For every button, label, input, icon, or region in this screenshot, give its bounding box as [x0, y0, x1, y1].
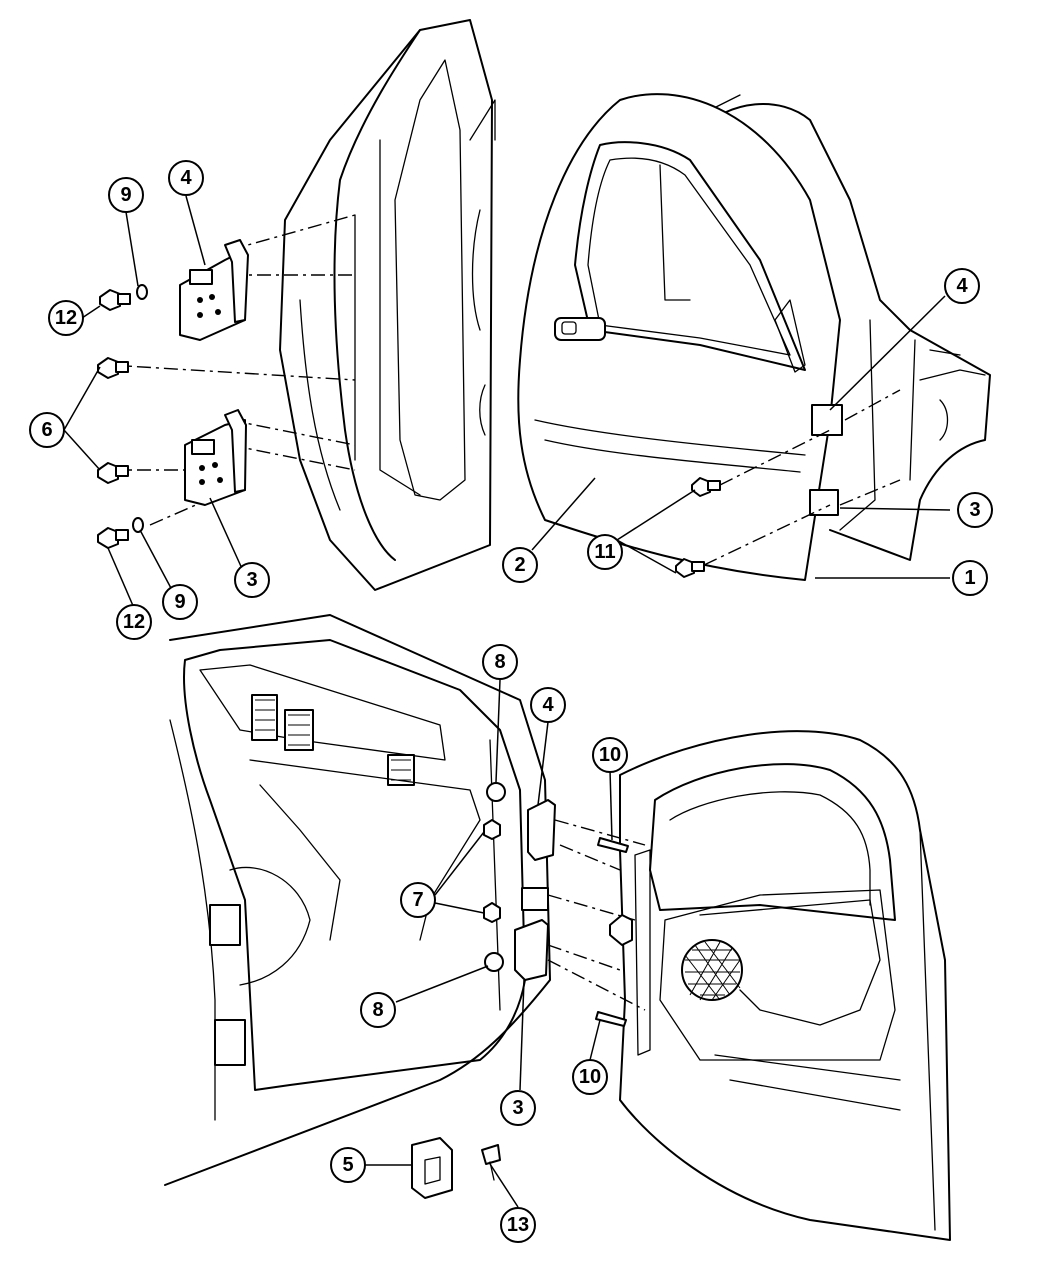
svg-text:10: 10 — [599, 744, 621, 766]
callout-6: 6 — [29, 412, 65, 448]
top-right-cab-body — [689, 94, 991, 561]
svg-text:4: 4 — [542, 694, 554, 716]
callout-9-top-left-upper: 9 — [108, 177, 144, 213]
svg-text:7: 7 — [412, 889, 423, 911]
bottom-door — [595, 730, 951, 1241]
bolt-6-lower — [97, 462, 129, 484]
callout-5: 5 — [330, 1147, 366, 1183]
bolt-11-upper — [691, 477, 721, 497]
callout-11: 11 — [587, 534, 623, 570]
washer-9-lower — [132, 517, 144, 533]
part-5-check-strap — [411, 1137, 453, 1199]
svg-text:10: 10 — [579, 1066, 601, 1088]
svg-text:4: 4 — [956, 275, 968, 297]
callout-13: 13 — [500, 1207, 536, 1243]
callout-2: 2 — [502, 547, 538, 583]
callout-3-top-right: 3 — [957, 492, 993, 528]
callout-3-top-left: 3 — [234, 562, 270, 598]
svg-text:3: 3 — [512, 1097, 523, 1119]
lower-hinge — [184, 409, 247, 506]
part-13-bolt — [481, 1144, 501, 1181]
callout-10-upper: 10 — [592, 737, 628, 773]
callout-4-top-right: 4 — [944, 268, 980, 304]
callout-4-top-left: 4 — [168, 160, 204, 196]
svg-text:11: 11 — [594, 541, 615, 563]
callout-8-lower: 8 — [360, 992, 396, 1028]
callout-10-lower: 10 — [572, 1059, 608, 1095]
callout-1: 1 — [952, 560, 988, 596]
svg-text:5: 5 — [342, 1154, 353, 1176]
callout-8-upper: 8 — [482, 644, 518, 680]
svg-text:9: 9 — [174, 591, 185, 613]
svg-text:4: 4 — [180, 167, 192, 189]
callout-4-bottom: 4 — [530, 687, 566, 723]
bolt-12-lower — [97, 527, 129, 549]
bottom-cab-opening — [164, 614, 556, 1186]
bolt-12-upper — [99, 289, 131, 311]
callout-7: 7 — [400, 882, 436, 918]
svg-text:1: 1 — [964, 567, 975, 589]
top-right-door — [517, 93, 843, 581]
svg-text:6: 6 — [41, 419, 52, 441]
svg-text:3: 3 — [969, 499, 980, 521]
svg-text:9: 9 — [120, 184, 131, 206]
bolt-6-upper — [97, 357, 129, 379]
svg-text:3: 3 — [246, 569, 257, 591]
svg-text:8: 8 — [494, 651, 505, 673]
svg-text:13: 13 — [507, 1214, 529, 1236]
svg-text:2: 2 — [514, 554, 525, 576]
washer-9-upper — [136, 284, 148, 300]
callout-9-top-left-lower: 9 — [162, 584, 198, 620]
callout-12-top-left-upper: 12 — [48, 300, 84, 336]
upper-hinge — [179, 239, 249, 341]
callout-12-top-left-lower: 12 — [116, 604, 152, 640]
svg-text:8: 8 — [372, 999, 383, 1021]
top-left-door-shell — [109, 19, 496, 591]
svg-text:12: 12 — [55, 307, 77, 329]
bolt-11-lower — [675, 558, 705, 578]
leader-lines — [63, 195, 951, 1208]
svg-text:12: 12 — [123, 611, 145, 633]
callout-3-bottom: 3 — [500, 1090, 536, 1126]
